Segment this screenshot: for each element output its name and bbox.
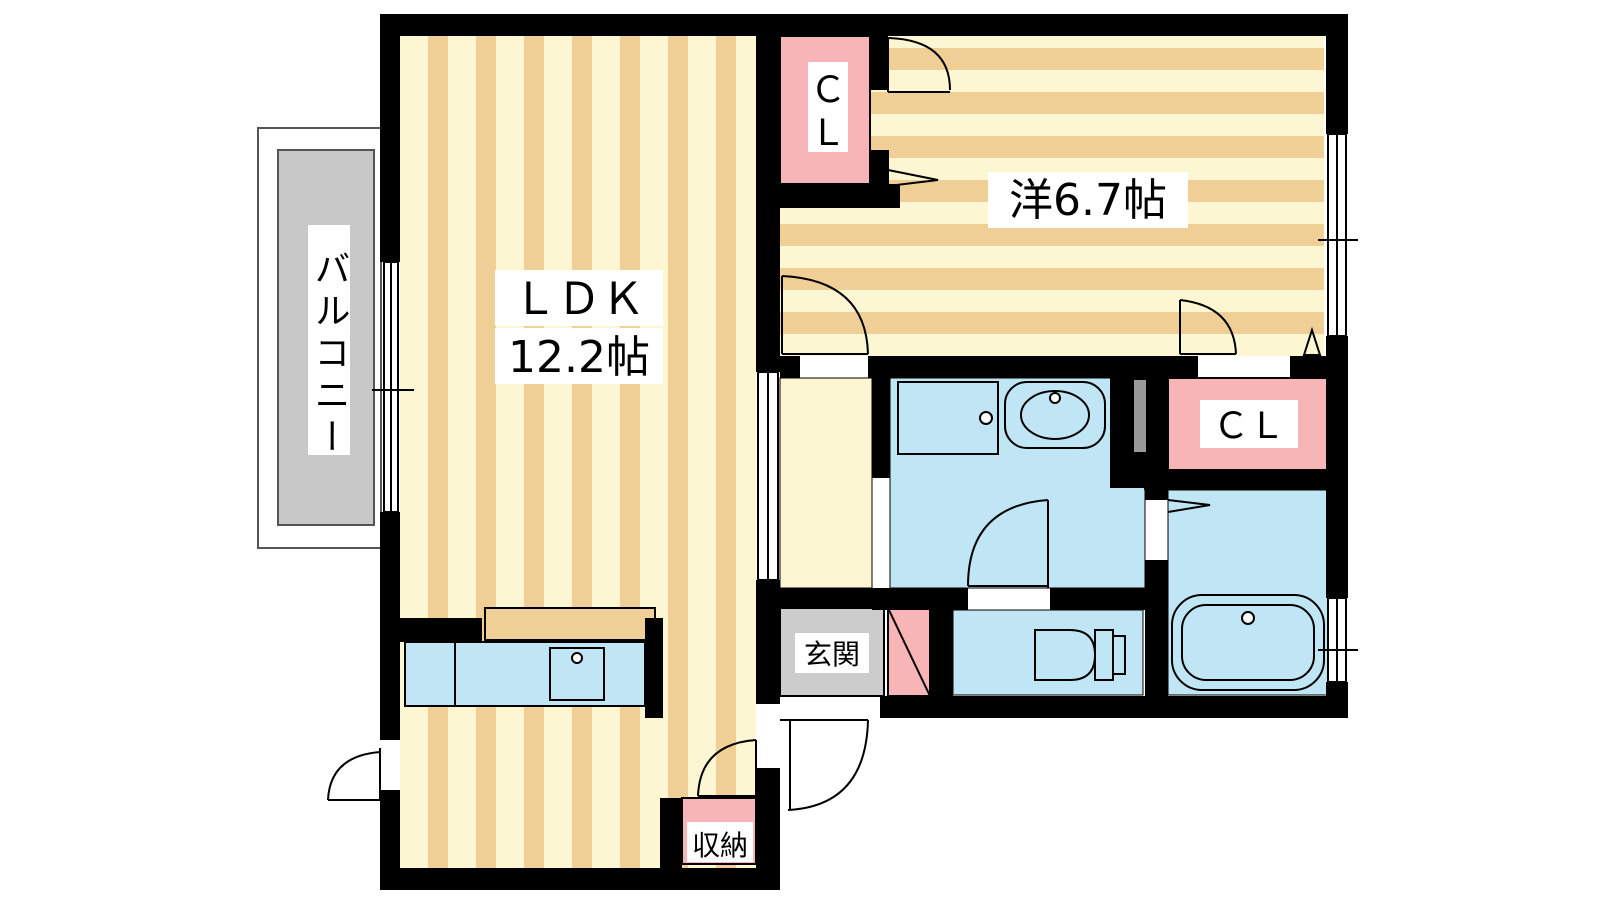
kitchen-counter bbox=[404, 641, 646, 707]
closet-right-label: ＣＬ bbox=[1213, 406, 1285, 447]
ldk-label-1: ＬＤＫ bbox=[513, 274, 645, 325]
toilet bbox=[1034, 629, 1097, 681]
closet-top-label-1: Ｃ bbox=[810, 70, 846, 111]
storage-label: 収納 bbox=[692, 829, 748, 862]
ldk-floor bbox=[400, 34, 756, 872]
windows bbox=[372, 133, 1358, 683]
walls bbox=[380, 14, 1348, 890]
western-room-label: 洋6.7帖 bbox=[1009, 175, 1167, 226]
kitchen-counter-back bbox=[484, 607, 656, 641]
ldk-label-2: 12.2帖 bbox=[508, 332, 650, 383]
entrance-label: 玄関 bbox=[804, 638, 860, 671]
hallway bbox=[779, 377, 873, 589]
balcony: バルコニー bbox=[257, 127, 382, 549]
closet-top-label-2: Ｌ bbox=[810, 113, 846, 154]
doors bbox=[327, 37, 1322, 811]
balcony-label: バルコニー bbox=[309, 250, 350, 460]
